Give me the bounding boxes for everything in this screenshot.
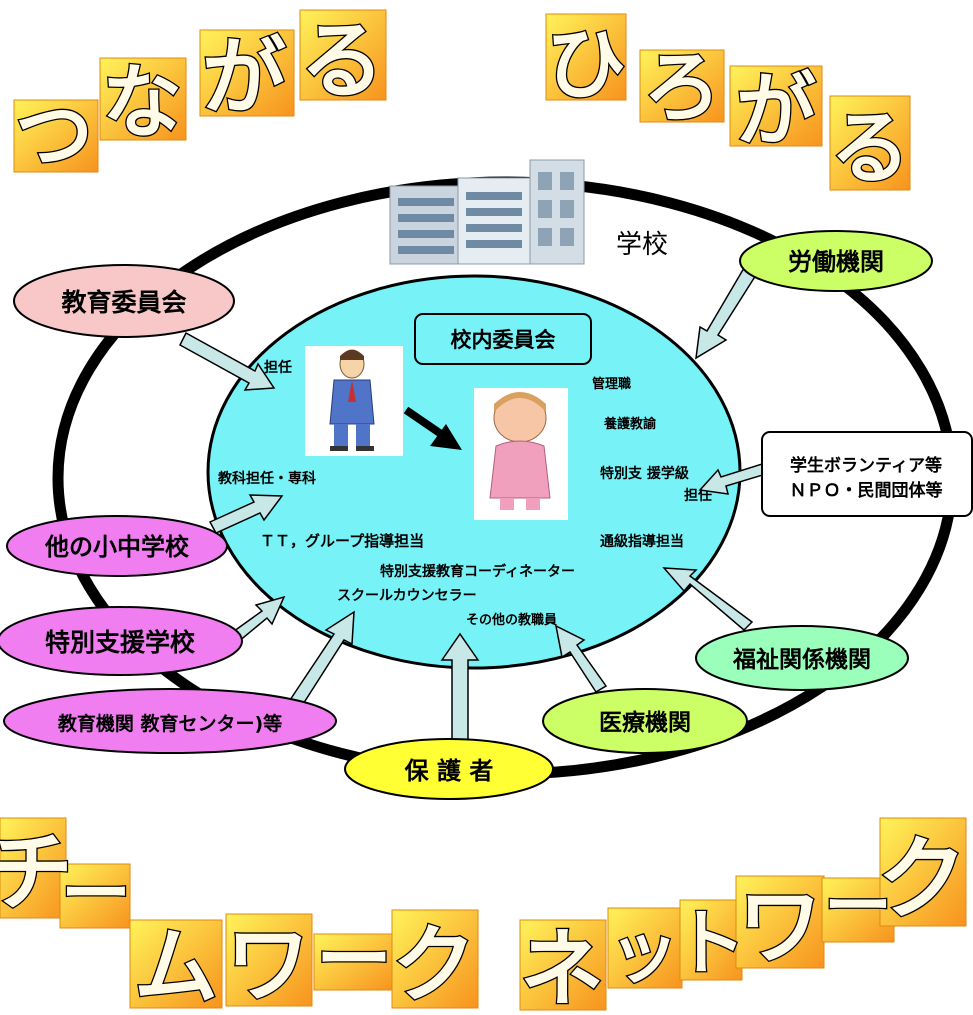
teacher-to-child-arrow <box>403 406 462 450</box>
node-other-schools-label: 他の小中学校 <box>44 533 190 561</box>
node-board-label: 教育委員会 <box>61 288 186 317</box>
title-tile <box>391 909 479 1009</box>
title-char: ろ <box>643 43 721 133</box>
title-tile <box>729 65 823 147</box>
arrow-edu-center <box>284 610 355 713</box>
node-parents-label: 保 護 者 <box>404 757 494 785</box>
arrow-special-school <box>228 595 286 644</box>
node-medical: 医療機関 <box>542 688 748 754</box>
title-char: ー <box>61 853 131 935</box>
title-tile <box>225 913 313 1007</box>
title-tile <box>639 49 725 123</box>
role-subject-teacher: 教科担任・専科 <box>218 470 316 487</box>
connector-arrows <box>179 266 768 753</box>
node-volunteer: 学生ボランティア等 ＮＰＯ・民間団体等 <box>761 431 973 517</box>
committee-box <box>414 313 592 365</box>
node-medical-label: 医療機関 <box>599 709 691 736</box>
arrow-volunteer <box>698 463 768 495</box>
arrow-labor <box>695 266 758 360</box>
node-other-schools: 他の小中学校 <box>6 515 228 577</box>
title-tile <box>199 29 295 117</box>
title-tile <box>59 863 131 929</box>
role-resource-room: 通級指導担当 <box>600 533 684 550</box>
title-bottom-right: ネ ッ ト ワ ー ク <box>519 817 968 1015</box>
role-tt-group: ＴＴ，グループ指導担当 <box>260 532 424 550</box>
title-char: ネ <box>520 920 604 1015</box>
arrow-welfare <box>662 567 754 632</box>
title-tile <box>679 899 743 981</box>
title-char: ト <box>674 901 746 985</box>
arrow-parents <box>440 632 480 753</box>
node-board: 教育委員会 <box>13 264 235 338</box>
title-tile <box>13 99 99 173</box>
role-coordinator: 特別支援教育コーディネーター <box>380 563 575 580</box>
school-label: 学校 <box>616 230 668 260</box>
arrow-other-schools <box>208 494 284 534</box>
title-char: ワ <box>738 878 822 976</box>
title-char: ー <box>824 868 892 947</box>
title-char: る <box>300 12 384 110</box>
child-figure-icon <box>474 388 568 520</box>
title-top-left: つ な が る <box>13 9 387 182</box>
role-counselor: スクールカウンセラー <box>337 588 477 604</box>
title-char: が <box>736 64 816 157</box>
title-tile <box>99 57 187 141</box>
node-labor-label: 労働機関 <box>788 248 884 276</box>
role-nurse: 養護教諭 <box>603 416 657 432</box>
arrow-medical <box>554 624 608 694</box>
node-welfare: 福祉関係機関 <box>695 625 909 691</box>
node-special-school-label: 特別支援学校 <box>45 628 196 657</box>
title-char: ワ <box>226 916 310 1014</box>
node-edu-center: 教育機関 教育センター)等 <box>3 688 337 754</box>
node-special-school: 特別支援学校 <box>0 606 243 676</box>
node-welfare-label: 福祉関係機関 <box>732 647 871 673</box>
title-tile <box>129 919 223 1009</box>
role-homeroom: 担任 <box>264 359 292 376</box>
teacher-figure-icon <box>305 346 403 456</box>
role-special-class: 特別支 援学級 <box>600 465 689 482</box>
node-volunteer-label-2: ＮＰＯ・民間団体等 <box>790 480 943 501</box>
title-char: な <box>102 56 182 149</box>
title-tile <box>829 95 911 191</box>
title-tile <box>313 933 395 991</box>
title-char: ッ <box>609 911 679 993</box>
title-tile <box>519 919 607 1011</box>
title-tile <box>545 13 627 101</box>
title-tile <box>607 907 683 989</box>
title-char: つ <box>15 91 93 181</box>
title-char: る <box>830 102 910 195</box>
school-building-icon <box>389 159 585 265</box>
title-char: ク <box>392 916 476 1014</box>
title-char: ー <box>316 915 392 1004</box>
node-parents: 保 護 者 <box>344 738 554 800</box>
committee-label: 校内委員会 <box>451 328 556 352</box>
arrow-board <box>179 331 276 391</box>
node-edu-center-label: 教育機関 教育センター)等 <box>58 712 282 735</box>
title-char: ム <box>134 918 218 1015</box>
node-labor: 労働機関 <box>739 230 933 292</box>
title-char: が <box>202 28 286 126</box>
title-char: ク <box>877 827 967 932</box>
title-bottom-left: チ ー ム ワ ー ク <box>0 817 479 1015</box>
title-char: ひ <box>546 18 626 111</box>
title-top-right: ひ ろ が る <box>545 13 911 196</box>
node-volunteer-label-1: 学生ボランティア等 <box>790 455 942 476</box>
role-other-staff: その他の教職員 <box>466 612 557 628</box>
title-char: チ <box>0 823 73 923</box>
title-tile <box>879 817 967 927</box>
title-tile <box>299 9 387 101</box>
role-management: 管理職 <box>592 376 631 392</box>
